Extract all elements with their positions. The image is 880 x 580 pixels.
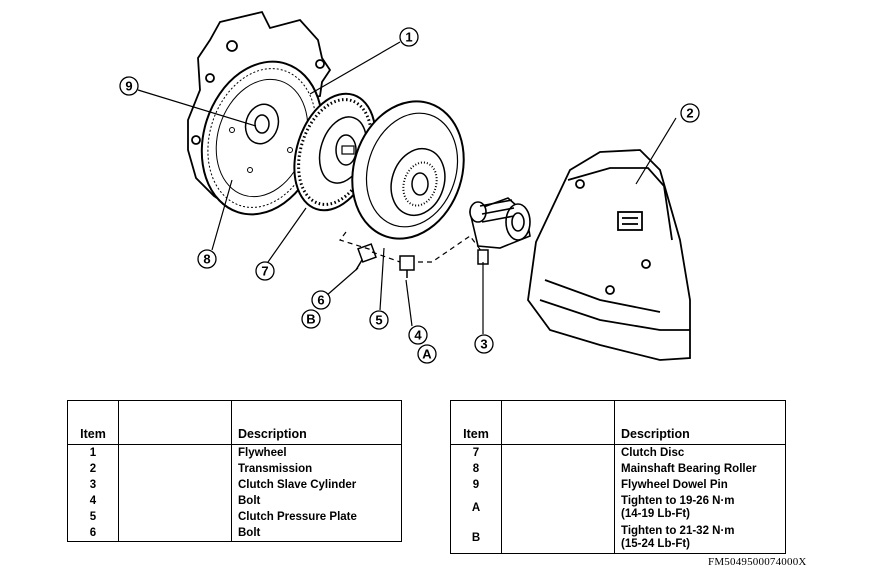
transmission <box>527 149 691 361</box>
blank-cell <box>118 461 232 477</box>
item-description: Bolt <box>231 493 402 509</box>
pressure-plate <box>351 100 465 240</box>
blank-cell <box>118 477 232 493</box>
table-row: 6 Bolt <box>67 525 402 542</box>
item-description: Clutch Disc <box>614 444 786 461</box>
callout-a: A <box>417 344 437 364</box>
callout-5: 5 <box>369 310 389 330</box>
table-row: 1 Flywheel <box>67 444 402 461</box>
item-description: Mainshaft Bearing Roller <box>614 461 786 477</box>
header-item: Item <box>450 400 502 445</box>
item-description: Flywheel <box>231 444 402 461</box>
callout-b: B <box>301 309 321 329</box>
table-row: 8 Mainshaft Bearing Roller <box>450 461 786 477</box>
item-description: Bolt <box>231 525 402 542</box>
item-number: 3 <box>67 477 119 493</box>
table-row: 5 Clutch Pressure Plate <box>67 509 402 525</box>
item-number: 9 <box>450 477 502 493</box>
blank-cell <box>118 493 232 509</box>
assembly-path <box>339 231 483 263</box>
callout-9: 9 <box>119 76 139 96</box>
description-line: (14-19 Lb-Ft) <box>621 508 690 520</box>
svg-text:9: 9 <box>125 79 132 94</box>
svg-text:5: 5 <box>375 313 382 328</box>
item-number: 4 <box>67 493 119 509</box>
svg-text:6: 6 <box>317 293 324 308</box>
table-row: B Tighten to 21-32 N·m (15-24 Lb-Ft) <box>450 523 786 554</box>
item-number: 1 <box>67 444 119 461</box>
item-number: 2 <box>67 461 119 477</box>
callout-1: 1 <box>399 27 419 47</box>
svg-text:A: A <box>422 347 432 362</box>
header-blank <box>501 400 615 445</box>
item-number: 6 <box>67 525 119 542</box>
blank-cell <box>501 477 615 493</box>
item-number: 5 <box>67 509 119 525</box>
callout-3: 3 <box>474 334 494 354</box>
description-line: Flywheel Dowel Pin <box>621 478 728 491</box>
callout-7: 7 <box>255 261 275 281</box>
parts-table-right: Item Description 7 Clutch Disc 8 Mainsha… <box>450 400 786 554</box>
bolt-b <box>355 243 377 271</box>
blank-cell <box>501 523 615 554</box>
bolt-a <box>399 255 415 278</box>
item-number: 8 <box>450 461 502 477</box>
callout-4: 4 <box>408 325 428 345</box>
blank-cell <box>501 493 615 523</box>
callout-6: 6 <box>311 290 331 310</box>
item-number: A <box>450 493 502 523</box>
header-blank <box>118 400 232 445</box>
flywheel <box>200 60 324 216</box>
item-description: Clutch Slave Cylinder <box>231 477 402 493</box>
table-row: 2 Transmission <box>67 461 402 477</box>
clutch-exploded-diagram: 1 2 3 4 A 5 6 B 7 8 9 <box>119 10 700 364</box>
figure-code: FM5049500074000X <box>708 556 807 568</box>
description-line: Clutch Disc <box>621 446 685 459</box>
table-row: 7 Clutch Disc <box>450 444 786 461</box>
blank-cell <box>118 444 232 461</box>
leader-lines <box>137 41 677 334</box>
header-description: Description <box>614 400 786 445</box>
item-description: Clutch Pressure Plate <box>231 509 402 525</box>
table-header-row: Item Description <box>67 400 402 445</box>
blank-cell <box>118 525 232 542</box>
item-number: 7 <box>450 444 502 461</box>
callout-8: 8 <box>197 249 217 269</box>
item-description: Tighten to 21-32 N·m (15-24 Lb-Ft) <box>614 523 786 554</box>
table-row: 3 Clutch Slave Cylinder <box>67 477 402 493</box>
svg-text:8: 8 <box>203 252 210 267</box>
description-line: Tighten to 19-26 N·m <box>621 495 735 507</box>
callout-2: 2 <box>680 103 700 123</box>
item-number: B <box>450 523 502 554</box>
svg-text:1: 1 <box>405 30 412 45</box>
table-row: 9 Flywheel Dowel Pin <box>450 477 786 493</box>
header-item: Item <box>67 400 119 445</box>
svg-text:B: B <box>306 312 315 327</box>
table-row: A Tighten to 19-26 N·m (14-19 Lb-Ft) <box>450 493 786 523</box>
blank-cell <box>501 444 615 461</box>
description-line: Tighten to 21-32 N·m <box>621 525 735 537</box>
item-description: Tighten to 19-26 N·m (14-19 Lb-Ft) <box>614 493 786 523</box>
bleed-fitting <box>477 249 489 265</box>
item-description: Transmission <box>231 461 402 477</box>
item-description: Flywheel Dowel Pin <box>614 477 786 493</box>
svg-text:3: 3 <box>480 337 487 352</box>
table-row: 4 Bolt <box>67 493 402 509</box>
slave-cylinder <box>469 197 531 249</box>
svg-text:4: 4 <box>414 328 422 343</box>
table-header-row: Item Description <box>450 400 786 445</box>
blank-cell <box>501 461 615 477</box>
description-line: Mainshaft Bearing Roller <box>621 462 757 475</box>
svg-text:7: 7 <box>261 264 268 279</box>
parts-table-left: Item Description 1 Flywheel 2 Transmissi… <box>67 400 402 542</box>
description-line: (15-24 Lb-Ft) <box>621 538 690 550</box>
blank-cell <box>118 509 232 525</box>
header-description: Description <box>231 400 402 445</box>
svg-text:2: 2 <box>686 106 693 121</box>
